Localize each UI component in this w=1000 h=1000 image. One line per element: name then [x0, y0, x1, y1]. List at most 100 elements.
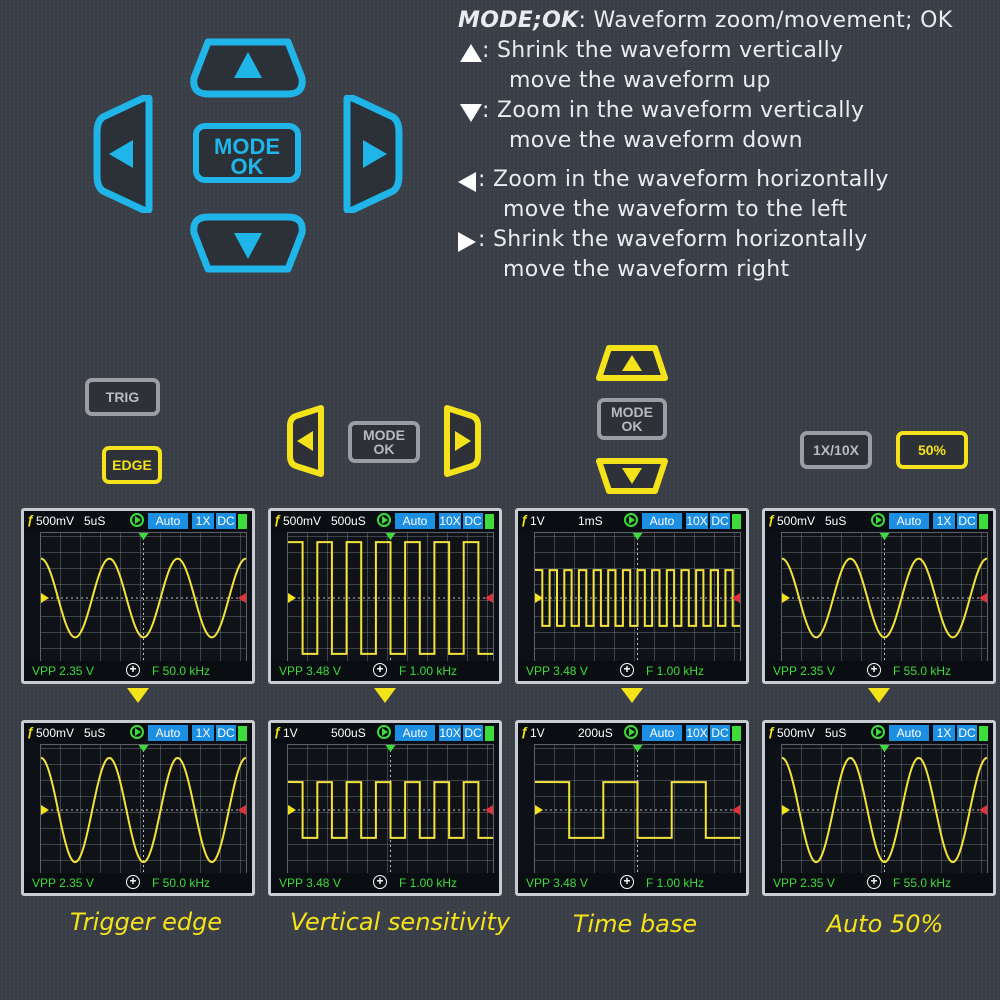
move-icon: + — [867, 875, 881, 889]
trigger-position-marker-icon — [385, 745, 396, 752]
left-key[interactable] — [93, 95, 155, 213]
move-icon: + — [867, 663, 881, 677]
trig-button[interactable]: TRIG — [85, 378, 160, 416]
freq-readout: F 1.00 kHz — [399, 876, 458, 890]
trigger-position-marker-icon — [138, 745, 149, 752]
move-icon: + — [373, 875, 387, 889]
trigger-level-marker-icon — [238, 593, 246, 603]
vpp-readout: VPP 2.35 V — [32, 664, 94, 678]
trigger-position-marker-icon — [385, 533, 396, 540]
legend-up-1: : Shrink the waveform vertically — [482, 38, 844, 63]
probe-setting: 10X — [686, 725, 708, 741]
caption-trigger-edge: Trigger edge — [70, 908, 223, 936]
coupling: DC — [710, 725, 730, 741]
up-arrow-icon — [622, 355, 642, 371]
edge-label: EDGE — [112, 457, 152, 473]
vpp-readout: VPP 3.48 V — [279, 664, 341, 678]
waveform-plot — [288, 533, 493, 664]
up-key[interactable] — [190, 38, 306, 98]
waveform-plot — [535, 745, 740, 876]
trigger-mode: Auto — [642, 725, 682, 741]
trigger-edge-icon: ƒ — [521, 512, 529, 527]
waveform-grid — [287, 744, 494, 877]
right-key[interactable] — [341, 95, 403, 213]
battery-icon — [485, 726, 494, 741]
probe-setting: 10X — [439, 513, 461, 529]
coupling: DC — [710, 513, 730, 529]
move-icon: + — [126, 875, 140, 889]
up-arrow-icon — [234, 52, 262, 78]
right-arrow-icon — [455, 431, 471, 451]
probe-setting: 1X — [933, 513, 955, 529]
legend-mode-desc: : Waveform zoom/movement; OK — [578, 8, 953, 33]
ground-marker-icon — [782, 805, 790, 815]
probe-setting: 1X — [933, 725, 955, 741]
trigger-edge-icon: ƒ — [274, 512, 282, 527]
fifty-percent-button[interactable]: 50% — [896, 431, 968, 469]
mode-label: MODE — [214, 134, 280, 159]
play-icon — [876, 516, 882, 524]
battery-icon — [979, 726, 988, 741]
run-icon — [624, 513, 638, 527]
measure-bar: VPP 3.48 V+F 1.00 kHz — [518, 661, 746, 681]
waveform-plot — [288, 745, 493, 876]
legend-right-1: : Shrink the waveform horizontally — [478, 227, 868, 252]
down-arrow-icon — [234, 233, 262, 259]
volts-per-div: 1V — [283, 726, 298, 740]
caption-time-base: Time base — [572, 910, 698, 938]
play-icon — [135, 516, 141, 524]
waveform-trace — [535, 569, 740, 627]
vert-left-key[interactable] — [286, 404, 326, 478]
ground-marker-icon — [288, 805, 296, 815]
volts-per-div: 500mV — [36, 514, 75, 528]
run-icon — [871, 513, 885, 527]
down-key[interactable] — [190, 213, 306, 273]
measure-bar: VPP 2.35 V+F 55.0 kHz — [765, 873, 993, 893]
probe-setting: 10X — [439, 725, 461, 741]
vpp-readout: VPP 3.48 V — [279, 876, 341, 890]
vpp-readout: VPP 3.48 V — [526, 664, 588, 678]
caption-vertical-sensitivity: Vertical sensitivity — [290, 908, 511, 936]
vert-right-key[interactable] — [442, 404, 482, 478]
trigger-position-marker-icon — [138, 533, 149, 540]
waveform-grid — [781, 532, 988, 665]
ok-label: OK — [230, 154, 264, 179]
probe-setting: 10X — [686, 513, 708, 529]
waveform-plot — [535, 533, 740, 664]
measure-bar: VPP 3.48 V+F 1.00 kHz — [518, 873, 746, 893]
legend-mode: MODE;OK: Waveform zoom/movement; OK — [458, 8, 952, 33]
time-down-key[interactable] — [595, 455, 669, 495]
waveform-plot — [782, 745, 987, 876]
freq-readout: F 1.00 kHz — [399, 664, 458, 678]
right-triangle-icon — [458, 232, 476, 252]
ok-label: OK — [373, 441, 395, 457]
time-per-div: 200uS — [578, 726, 613, 740]
legend-down-2: move the waveform down — [509, 128, 803, 153]
mode-label: MODE — [363, 427, 405, 443]
move-icon: + — [126, 663, 140, 677]
time-up-key[interactable] — [595, 344, 669, 384]
ground-marker-icon — [41, 805, 49, 815]
waveform-trace — [782, 756, 987, 864]
edge-button[interactable]: EDGE — [102, 446, 162, 484]
time-per-div: 500uS — [331, 514, 366, 528]
probe-button[interactable]: 1X/10X — [800, 431, 872, 469]
trigger-edge-icon: ƒ — [521, 724, 529, 739]
freq-readout: F 1.00 kHz — [646, 664, 705, 678]
mode-ok-key[interactable]: MODE OK — [193, 123, 301, 183]
play-icon — [135, 728, 141, 736]
play-icon — [382, 728, 388, 736]
fifty-percent-label: 50% — [917, 442, 947, 458]
right-arrow-icon — [363, 140, 387, 168]
probe-setting: 1X — [192, 513, 214, 529]
